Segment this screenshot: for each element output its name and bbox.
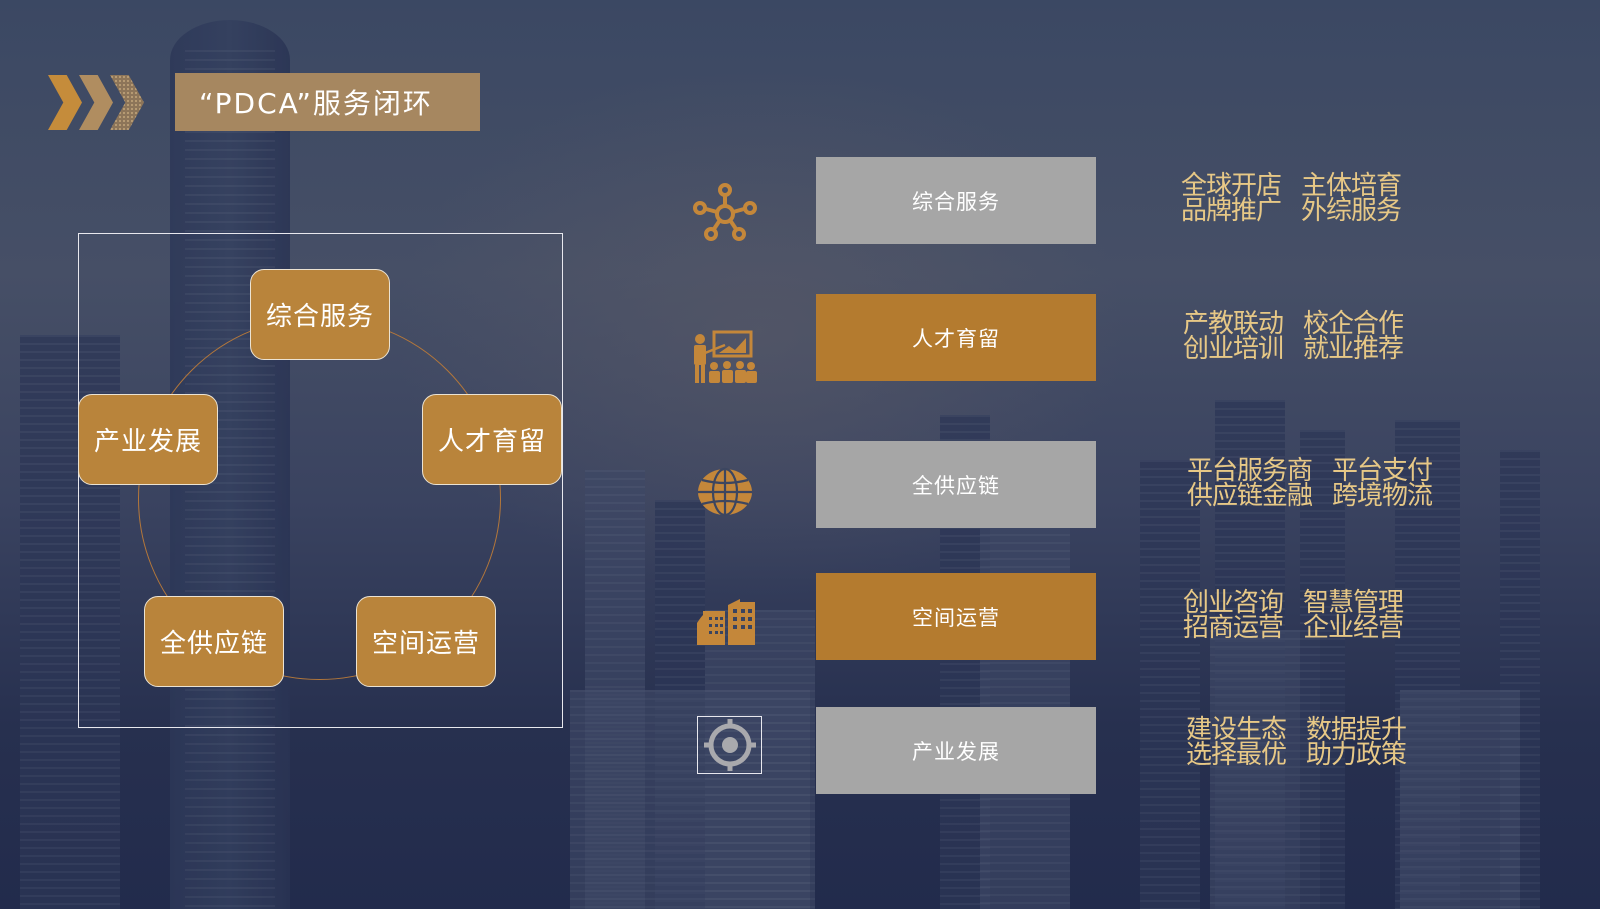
network-hub-icon <box>689 178 761 250</box>
service-box-industry: 产业发展 <box>816 707 1096 794</box>
service-box-comprehensive: 综合服务 <box>816 157 1096 244</box>
page-title: “PDCA”服务闭环 <box>175 73 480 131</box>
cycle-node-space-operation: 空间运营 <box>356 596 496 687</box>
cycle-node-comprehensive-service: 综合服务 <box>250 269 390 360</box>
cycle-node-supply-chain: 全供应链 <box>144 596 284 687</box>
service-box-talent: 人才育留 <box>816 294 1096 381</box>
cycle-node-talent: 人才育留 <box>422 394 562 485</box>
service-details-supply-chain: 平台服务商平台支付 供应链金融跨境物流 <box>1187 456 1433 511</box>
service-details-talent: 产教联动校企合作 创业培训就业推荐 <box>1183 309 1404 364</box>
globe-icon <box>689 456 761 528</box>
chevrons-arrow-icon <box>48 73 148 131</box>
service-details-industry: 建设生态数据提升 选择最优助力政策 <box>1186 715 1407 770</box>
service-details-comprehensive: 全球开店主体培育 品牌推广外综服务 <box>1181 171 1402 226</box>
service-box-supply-chain: 全供应链 <box>816 441 1096 528</box>
cycle-diagram-frame <box>78 233 563 728</box>
service-box-space-operation: 空间运营 <box>816 573 1096 660</box>
service-details-space-operation: 创业咨询智慧管理 招商运营企业经营 <box>1183 588 1404 643</box>
section-header: “PDCA”服务闭环 <box>48 73 480 131</box>
presentation-training-icon <box>689 323 761 395</box>
cycle-node-industry: 产业发展 <box>78 394 218 485</box>
buildings-icon <box>690 586 762 658</box>
target-crosshair-icon <box>697 716 762 774</box>
